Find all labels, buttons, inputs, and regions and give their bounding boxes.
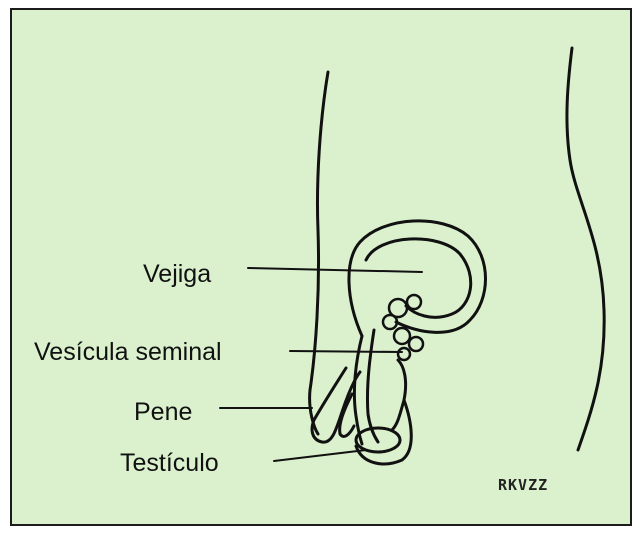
label-testiculo: Testículo [120, 451, 219, 476]
label-vejiga: Vejiga [143, 262, 211, 287]
artist-signature: RKVZZ [498, 476, 548, 494]
leader-vesicula [290, 351, 402, 352]
label-pene: Pene [134, 400, 192, 425]
label-vesicula: Vesícula seminal [34, 340, 222, 365]
diagram-background [12, 10, 632, 526]
anatomy-drawing [12, 10, 632, 526]
anatomy-figure: Vejiga Vesícula seminal Pene Testículo R… [10, 8, 632, 526]
